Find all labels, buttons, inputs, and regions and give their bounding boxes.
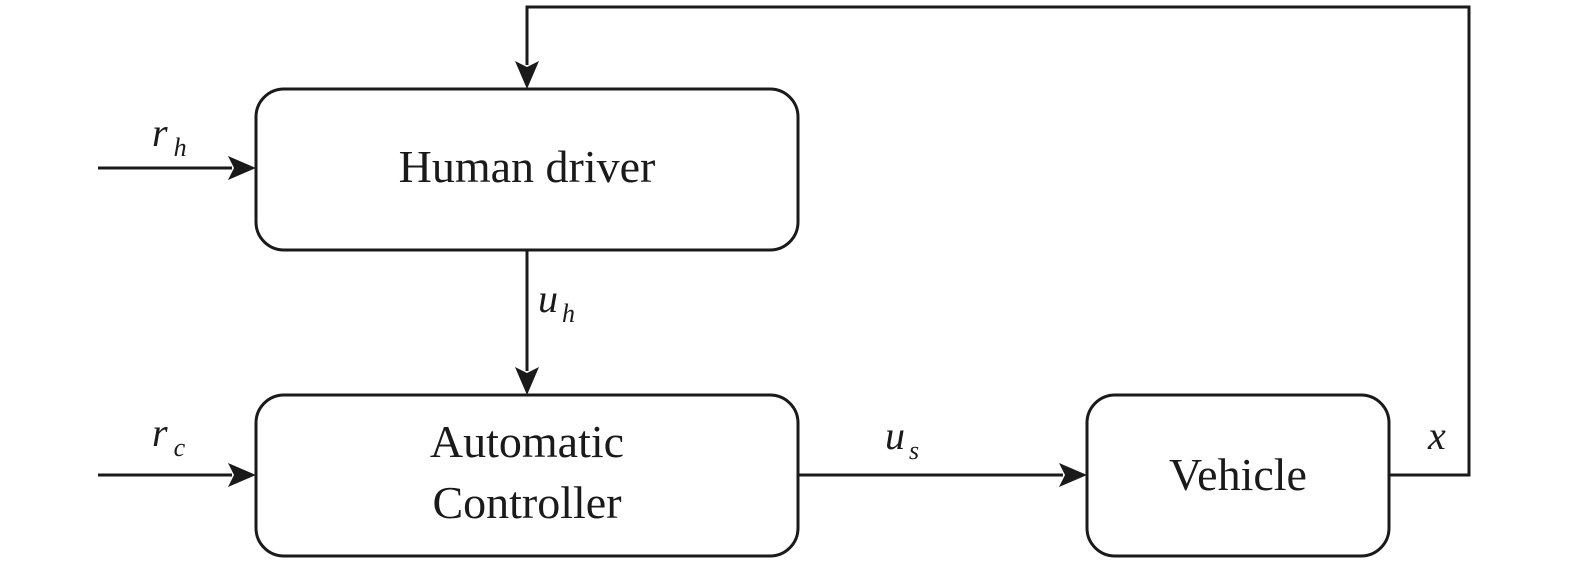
human-driver-block: Human driver <box>254 87 800 252</box>
human-driver-label: Human driver <box>399 141 656 192</box>
automatic-controller-label-line2: Controller <box>432 477 621 528</box>
vehicle-label: Vehicle <box>1169 449 1307 500</box>
automatic-controller-block: Automatic Controller <box>254 393 800 558</box>
feedback-arrowhead <box>515 61 539 89</box>
automatic-controller-label-line1: Automatic <box>430 416 624 467</box>
signal-label-r-c: r c <box>152 410 186 462</box>
signal-label-r-h: r h <box>152 110 187 162</box>
u-h-arrowhead <box>515 367 539 395</box>
signal-label-x: x <box>1427 413 1446 458</box>
signal-label-u-s: u s <box>885 413 919 465</box>
r-h-arrowhead <box>228 156 256 180</box>
u-s-arrowhead <box>1059 463 1087 487</box>
vehicle-block: Vehicle <box>1085 393 1391 558</box>
signal-label-u-h: u h <box>538 276 575 328</box>
feedback-line <box>525 5 1471 477</box>
r-c-arrowhead <box>228 463 256 487</box>
